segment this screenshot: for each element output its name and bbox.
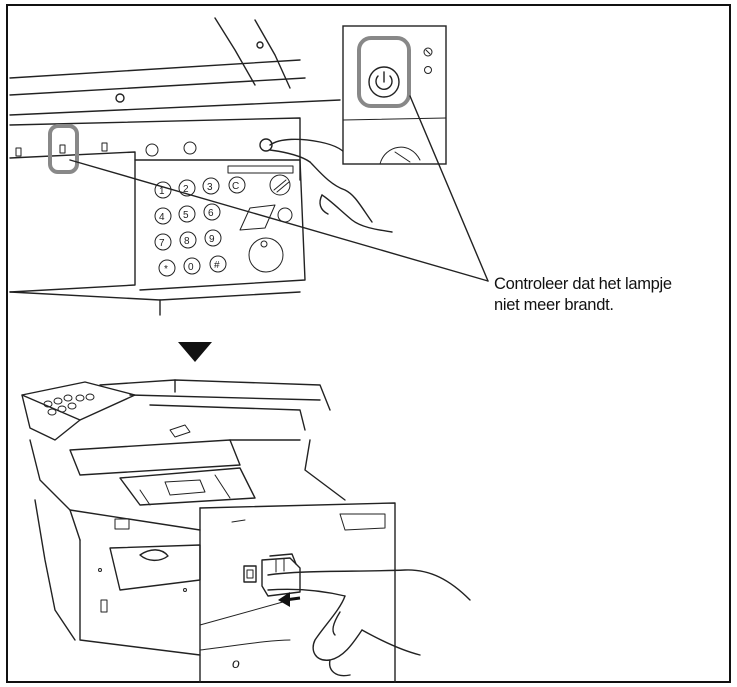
key-label: * [164,264,168,275]
main-power-switch-illustration: o [22,380,470,682]
key-label: # [214,260,220,271]
keypad-grid-small [44,394,94,415]
hand-pressing-switch [268,570,470,676]
operation-panel-illustration: 1 2 3 C 4 5 6 7 8 9 * 0 # [10,18,392,315]
key-label: 6 [208,208,214,219]
callout-text: Controleer dat het lampje niet meer bran… [494,274,714,316]
callout-line [70,160,488,281]
key-label: C [232,181,239,192]
keypad: 1 2 3 C 4 5 6 7 8 9 * 0 # [155,177,245,276]
key-label: 8 [184,236,190,247]
callout-line-2: niet meer brandt. [494,295,714,316]
indicator-lamp-highlight [50,126,77,172]
callout-line-1: Controleer dat het lampje [494,274,714,295]
down-arrow-icon [178,342,212,362]
key-label: 9 [209,234,215,245]
key-label: 3 [207,182,213,193]
side-slot [101,600,107,612]
key-label: 5 [183,210,189,221]
callout-line [410,96,488,281]
key-label: 4 [159,212,165,223]
key-label: 7 [159,238,165,249]
decorative-mark: o [232,655,240,671]
key-label: 0 [188,262,194,273]
